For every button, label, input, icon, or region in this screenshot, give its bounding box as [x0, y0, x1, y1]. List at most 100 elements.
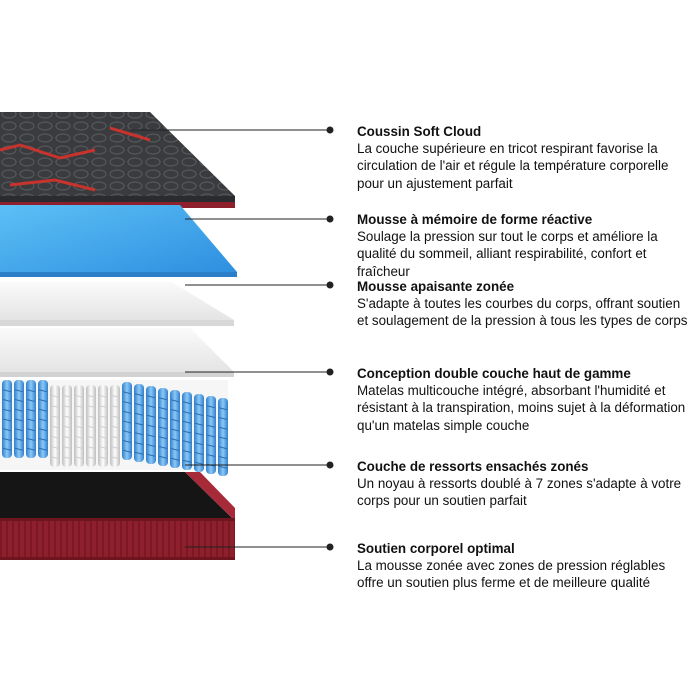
spring-coil-ring — [146, 414, 156, 418]
spring-coil-ring — [98, 405, 108, 408]
spring-coil-ring — [194, 442, 204, 446]
callout-body-support: Soutien corporel optimal La mousse zonée… — [357, 540, 692, 592]
spring-coil-ring — [74, 415, 84, 419]
spring-coil-ring — [146, 444, 156, 447]
spring-coil-ring — [182, 420, 192, 424]
spring-coil-ring — [26, 438, 36, 441]
spring-coil-ring — [14, 438, 24, 441]
layer-base-support — [0, 472, 235, 560]
spring-coil-ring — [170, 428, 180, 432]
spring-coil-ring — [38, 428, 48, 432]
spring-coil-ring — [2, 428, 12, 432]
spring-coil-ring — [86, 435, 96, 439]
spring-coil-ring — [122, 440, 132, 443]
spring-coil-ring — [170, 438, 180, 442]
callout-title: Couche de ressorts ensachés zonés — [357, 459, 589, 474]
spring-coil-ring — [2, 447, 12, 451]
callout-title: Soutien corporel optimal — [357, 541, 515, 556]
spring-coil-ring — [110, 435, 120, 439]
layer-pocket-springs — [0, 380, 228, 476]
leader-dots — [326, 126, 334, 551]
spring-coil-ring — [50, 456, 60, 460]
spring-coil-ring — [98, 425, 108, 429]
spring-coil-ring — [218, 417, 228, 420]
spring-coil-ring — [182, 430, 192, 434]
spring-coil-ring — [74, 456, 84, 460]
spring-coil-ring — [86, 415, 96, 419]
spring-coil-ring — [218, 407, 228, 411]
spring-coil-ring — [122, 401, 132, 404]
callout-text: Soulage la pression sur tout le corps et… — [357, 229, 658, 279]
callout-memory-foam: Mousse à mémoire de forme réactive Soula… — [357, 211, 692, 280]
spring-coil-ring — [206, 434, 216, 438]
spring-coil-ring — [158, 446, 168, 449]
spring-coil-ring — [62, 446, 72, 449]
callout-zoned-foam: Mousse apaisante zonée S'adapte à toutes… — [357, 278, 692, 330]
callout-double-layer: Conception double couche haut de gamme M… — [357, 365, 692, 434]
spring-coil-ring — [2, 418, 12, 422]
spring-coil-ring — [50, 435, 60, 439]
spring-coil-ring — [50, 446, 60, 449]
spring-coil-ring — [50, 405, 60, 408]
spring-coil-ring — [62, 456, 72, 460]
spring-coil-ring — [170, 418, 180, 422]
spring-coil-ring — [62, 425, 72, 429]
spring-coil-ring — [38, 389, 48, 393]
spring-coil-ring — [38, 399, 48, 402]
spring-coil-ring — [62, 415, 72, 419]
callout-title: Mousse apaisante zonée — [357, 279, 515, 294]
spring-coil-ring — [206, 454, 216, 457]
spring-coil-ring — [122, 410, 132, 414]
spring-coil-ring — [86, 446, 96, 449]
spring-coil-ring — [182, 450, 192, 453]
spring-coil-ring — [86, 394, 96, 398]
callout-text: Matelas multicouche intégré, absorbant l… — [357, 383, 686, 433]
spring-coil-ring — [158, 455, 168, 459]
spring-coil-ring — [146, 453, 156, 457]
spring-coil-ring — [158, 426, 168, 430]
spring-coil-ring — [206, 424, 216, 428]
spring-coil-ring — [26, 399, 36, 402]
spring-coil-ring — [86, 405, 96, 408]
spring-coil-ring — [194, 422, 204, 426]
leader-lines — [130, 129, 330, 548]
spring-coil-ring — [206, 444, 216, 448]
spring-coil-ring — [2, 399, 12, 402]
spring-coil-ring — [98, 415, 108, 419]
spring-coil-ring — [2, 408, 12, 412]
spring-coil-ring — [170, 448, 180, 451]
spring-coil-ring — [218, 426, 228, 430]
spring-coil-ring — [62, 405, 72, 408]
spring-coil-ring — [134, 393, 144, 397]
spring-coil-ring — [194, 452, 204, 455]
layer-memory-foam — [0, 205, 237, 272]
spring-coil-ring — [218, 456, 228, 459]
layer-zoned-foam — [0, 282, 234, 320]
spring-coil-ring — [146, 395, 156, 399]
spring-coil-ring — [38, 408, 48, 412]
spring-coil-ring — [98, 394, 108, 398]
spring-coil-ring — [14, 408, 24, 412]
callout-text: La mousse zonée avec zones de pression r… — [357, 558, 666, 591]
spring-coil-ring — [134, 451, 144, 455]
spring-coil-ring — [74, 446, 84, 449]
spring-coil-ring — [194, 413, 204, 416]
spring-coil-ring — [38, 438, 48, 441]
spring-coil-ring — [110, 415, 120, 419]
spring-coil-ring — [194, 403, 204, 407]
spring-coil-ring — [182, 459, 192, 463]
spring-coil-ring — [158, 416, 168, 420]
spring-coil-ring — [182, 411, 192, 414]
spring-coil-ring — [14, 418, 24, 422]
spring-coil-ring — [50, 394, 60, 398]
spring-coil-ring — [26, 408, 36, 412]
spring-coil-ring — [110, 394, 120, 398]
spring-coil-ring — [170, 409, 180, 412]
callout-pocket-springs: Couche de ressorts ensachés zonés Un noy… — [357, 458, 692, 510]
spring-coil-ring — [86, 425, 96, 429]
spring-coil-ring — [110, 425, 120, 429]
spring-coil-ring — [122, 430, 132, 434]
spring-coil-ring — [50, 425, 60, 429]
callout-text: Un noyau à ressorts doublé à 7 zones s'a… — [357, 476, 682, 509]
